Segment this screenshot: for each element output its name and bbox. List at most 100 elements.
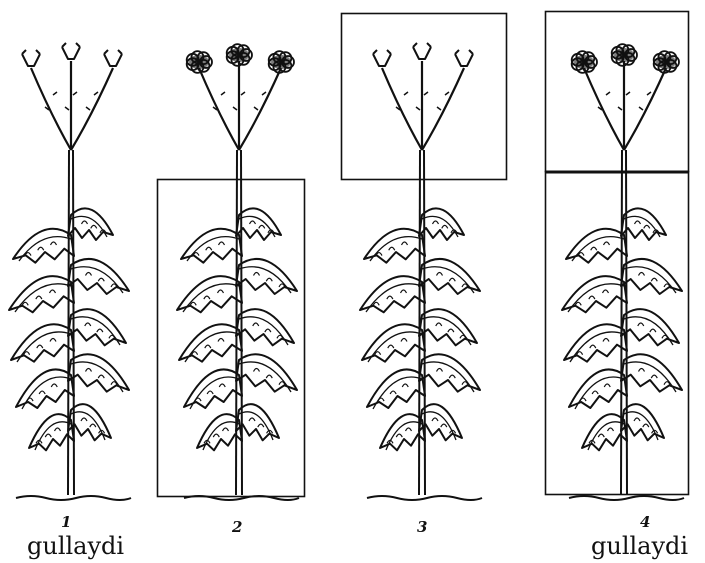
stem xyxy=(241,150,242,495)
stem xyxy=(621,150,622,495)
leaf-scribble xyxy=(253,323,259,326)
plant-2 xyxy=(177,44,299,500)
branch-node xyxy=(254,92,266,110)
leaf-scribble xyxy=(50,290,56,293)
leaf-scribble xyxy=(204,296,210,299)
flower-bud xyxy=(455,50,473,66)
leaf-scribble xyxy=(406,428,412,431)
leaf-scribble xyxy=(437,369,443,372)
panel-number-1: 1 xyxy=(61,513,71,531)
leaf-scribble xyxy=(86,369,92,372)
leaf-scribble xyxy=(604,384,610,387)
leaf-scribble xyxy=(650,329,656,332)
leaf-scribble xyxy=(390,391,396,394)
leaf-scribble xyxy=(55,428,61,431)
plant-1 xyxy=(9,43,131,500)
plant-4 xyxy=(562,44,684,500)
leaf-scribble xyxy=(218,290,224,293)
flower-branch xyxy=(422,68,464,150)
leaf-scribble xyxy=(590,345,596,348)
leaf-scribble xyxy=(388,345,394,348)
branch-node xyxy=(639,92,651,110)
leaf-scribble xyxy=(266,375,272,378)
leaf-scribble xyxy=(265,329,271,332)
leaf-scribble xyxy=(98,278,104,281)
leaf-scribble xyxy=(608,428,614,431)
panel-number-3: 3 xyxy=(417,518,427,536)
ground-line xyxy=(16,496,131,500)
leaf-scribble xyxy=(207,391,213,394)
leaf-scribble xyxy=(82,221,88,224)
leaf-scribble xyxy=(97,329,103,332)
flower-bud xyxy=(413,43,431,59)
leaf-scribble xyxy=(598,434,604,437)
leaf-scribble xyxy=(387,296,393,299)
flower-branch xyxy=(382,68,422,150)
leaf-scribble xyxy=(36,296,42,299)
leaf-scribble xyxy=(218,339,224,342)
leaf-scribble xyxy=(638,323,644,326)
flower-head-center xyxy=(574,55,594,69)
leaf-scribble xyxy=(644,225,650,228)
leaf-scribble xyxy=(254,273,260,276)
leaf-scribble xyxy=(50,339,56,342)
leaf-scribble xyxy=(603,339,609,342)
flower-bud xyxy=(104,50,122,66)
stem xyxy=(626,150,627,495)
caption-panel-1: gullaydi xyxy=(27,532,124,560)
leaf-scribble xyxy=(604,242,610,245)
leaf-scribble xyxy=(433,221,439,224)
leaf-scribble xyxy=(98,375,104,378)
stem xyxy=(68,150,69,495)
leaf-scribble xyxy=(22,302,28,305)
plant-3 xyxy=(360,43,482,500)
leaf-scribble xyxy=(639,273,645,276)
leaf-scribble xyxy=(266,278,272,281)
leaf-scribble xyxy=(448,329,454,332)
flower-branch xyxy=(239,68,281,150)
leaf-scribble xyxy=(213,434,219,437)
leaf-scribble xyxy=(91,225,97,228)
leaf-scribble xyxy=(449,278,455,281)
leaf-scribble xyxy=(90,424,96,427)
leaf-scribble xyxy=(190,302,196,305)
flower-branch xyxy=(31,68,71,150)
leaf-scribble xyxy=(45,434,51,437)
flower-bud xyxy=(62,43,80,59)
leaf-scribble xyxy=(250,221,256,224)
leaf-scribble xyxy=(401,290,407,293)
leaf-scribble xyxy=(575,302,581,305)
stem xyxy=(236,150,237,495)
leaf-scribble xyxy=(389,247,395,250)
leaf-scribble xyxy=(592,391,598,394)
leaf-scribble xyxy=(51,242,57,245)
leaf-scribble xyxy=(206,247,212,250)
leaf-scribble xyxy=(643,424,649,427)
stem xyxy=(424,150,425,495)
leaf-scribble xyxy=(38,247,44,250)
leaf-scribble xyxy=(589,296,595,299)
leaf-scribble xyxy=(402,242,408,245)
flower-head-center xyxy=(189,55,209,69)
flower-bud xyxy=(22,50,40,66)
leaf-scribble xyxy=(591,247,597,250)
leaf xyxy=(367,369,425,408)
flower-branch xyxy=(624,68,666,150)
flower-head-center xyxy=(271,55,291,69)
leaf xyxy=(569,369,627,408)
leaf-scribble xyxy=(436,323,442,326)
leaf-scribble xyxy=(258,424,264,427)
flower-branch xyxy=(584,68,624,150)
leaf-scribble xyxy=(449,375,455,378)
flower-head-center xyxy=(614,48,634,62)
leaf-scribble xyxy=(205,345,211,348)
flower-branch xyxy=(71,68,113,150)
leaf-scribble xyxy=(441,424,447,427)
bag-box-plant-4-upper xyxy=(546,12,689,172)
leaf-scribble xyxy=(437,273,443,276)
leaf-scribble xyxy=(39,391,45,394)
bag-box-plant-4-lower xyxy=(546,172,689,495)
stem xyxy=(419,150,420,495)
